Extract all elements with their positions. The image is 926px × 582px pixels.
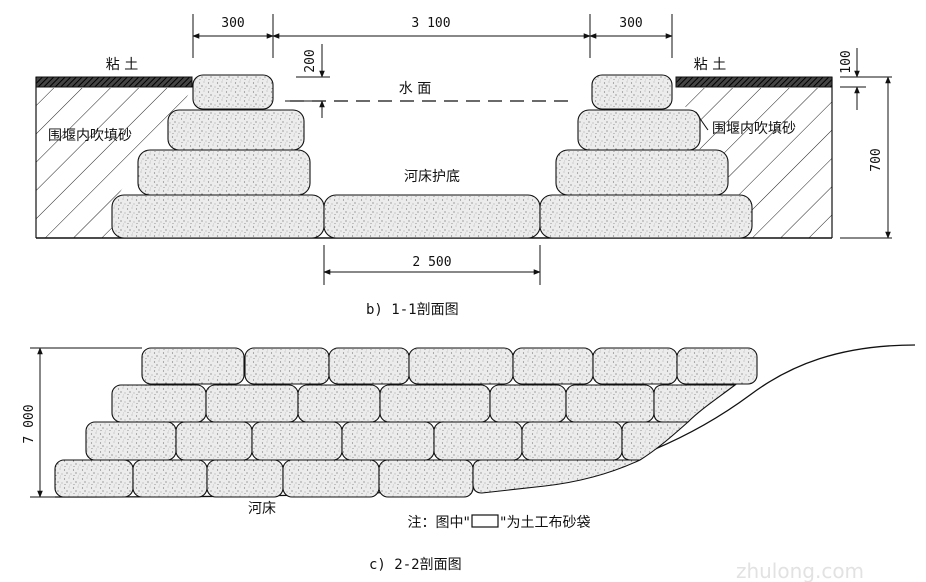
sandbag [141,347,245,385]
sandbag [282,459,380,498]
caption-section-b: b) 1-1剖面图 [366,302,459,318]
sandbag [341,421,435,461]
sandbag [577,109,701,151]
label-clay-left: 粘 土 [106,57,138,73]
sandbag [512,347,594,385]
sandbag [111,384,207,423]
dim-clay-thickness: 100 [839,50,854,73]
sandbag [54,459,134,498]
sandbag [297,384,381,423]
sandbag [111,194,325,239]
dim-top-mid: 3 100 [411,16,450,31]
watermark: zhulong.com [736,559,864,582]
dim-height-700: 700 [869,148,884,171]
label-riverbed-protection: 河床护底 [404,169,460,185]
sandbag [244,347,330,385]
sandbag [539,194,753,239]
sandbag [433,421,523,461]
dim-top-right: 300 [619,16,642,31]
sandbags-2-2 [54,347,758,498]
note-prefix: 注：图中" [408,515,470,531]
label-water-surface: 水 面 [399,81,431,97]
sandbag [676,347,758,385]
sandbag [378,459,474,498]
sandbag [251,421,343,461]
dim-height-7000: 7 000 [22,404,37,443]
label-clay-right: 粘 土 [694,57,726,73]
clay-layer-right [675,76,833,88]
label-fill-right: 围堰内吹填砂 [712,121,796,137]
label-fill-left: 围堰内吹填砂 [48,128,132,144]
sandbag [565,384,655,423]
sandbag [205,384,299,423]
sandbag [167,109,305,151]
sandbags-1-1 [111,74,753,239]
clay-layer-left [35,76,193,88]
caption-section-c: c) 2-2剖面图 [369,557,462,573]
fill-sand-right [676,88,832,238]
fill-sand-left [36,88,192,238]
dim-top-left: 300 [221,16,244,31]
label-riverbed: 河床 [248,501,276,517]
sandbag [137,149,311,196]
sandbag-symbol [471,514,499,528]
sandbag [521,421,623,461]
sandbag [489,384,567,423]
sandbag [85,421,177,461]
sandbag [379,384,491,423]
sandbag [621,421,690,461]
legend-note: 注：图中" "为土工布砂袋 [408,514,590,531]
sandbag [323,194,541,239]
note-suffix: "为土工布砂袋 [500,515,590,531]
sandbag [408,347,514,385]
sandbag [592,347,678,385]
sandbag [653,384,737,423]
dim-water-depth: 200 [303,49,318,72]
sandbag [328,347,410,385]
sandbag [472,459,641,494]
sandbag [591,74,673,110]
sandbag [132,459,208,498]
sandbag [555,149,729,196]
sandbag [206,459,284,498]
section-2-2: 7 000 河床 注：图中" "为土工布砂袋 c) 2-2剖面图 [22,344,916,573]
sandbag [192,74,274,110]
dim-bottom-2500: 2 500 [412,255,451,270]
sandbag [175,421,253,461]
section-1-1: 300 3 100 300 200 100 700 2 500 粘 [35,14,892,318]
top-dimensions [192,14,673,58]
